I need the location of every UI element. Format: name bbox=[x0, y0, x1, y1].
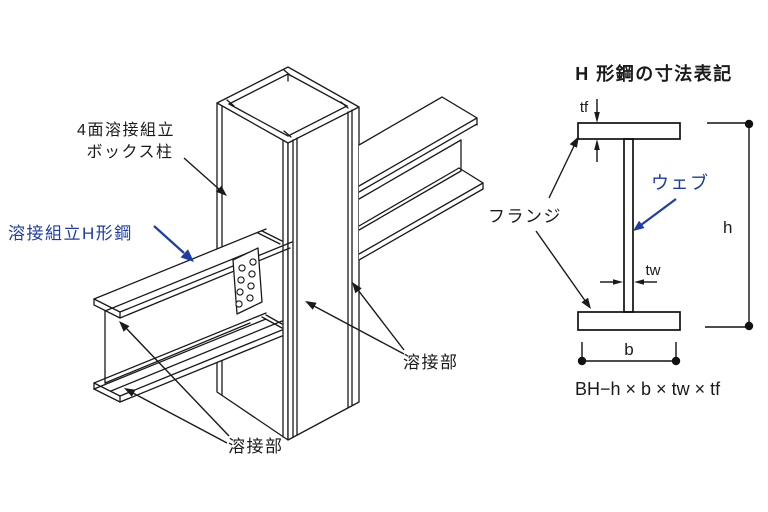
dim-b: b bbox=[577, 340, 681, 366]
web bbox=[623, 138, 634, 313]
leader-arrow-box-column bbox=[183, 157, 227, 196]
box-column-label-line2: ボックス柱 bbox=[86, 143, 173, 161]
column-top-opening bbox=[227, 73, 349, 137]
bolt-holes bbox=[235, 258, 257, 308]
section-title: H 形鋼の寸法表記 bbox=[575, 63, 733, 84]
leader-arrow-weld-right-1 bbox=[352, 282, 405, 351]
flange-joint-seams bbox=[257, 230, 283, 329]
weld-label-right: 溶接部 bbox=[403, 353, 459, 372]
bh-formula: BH−h × b × tw × tf bbox=[575, 379, 721, 399]
box-column-label-line1: 4面溶接組立 bbox=[77, 121, 175, 139]
leader-arrow-weld-bottom-2 bbox=[124, 388, 228, 444]
column-front-right-face bbox=[287, 106, 360, 441]
web-label: ウェブ bbox=[651, 172, 710, 193]
welded-h-beam-label: 溶接組立H形鋼 bbox=[8, 224, 133, 243]
weld-label-bottom: 溶接部 bbox=[228, 437, 284, 456]
leader-arrow-flange-top bbox=[548, 136, 579, 199]
dim-tf: tf bbox=[580, 99, 600, 162]
flange-label: フランジ bbox=[488, 207, 562, 226]
leader-arrow-flange-bottom bbox=[535, 230, 591, 309]
corner-weld-marks bbox=[226, 69, 349, 138]
top-flange bbox=[577, 122, 681, 140]
bottom-flange bbox=[577, 311, 681, 331]
column-top-rim bbox=[216, 66, 360, 108]
tf-label: tf bbox=[580, 99, 589, 116]
leader-arrow-weld-right-2 bbox=[305, 301, 405, 355]
leader-arrow-weld-bottom-1 bbox=[119, 321, 230, 437]
leader-arrow-web bbox=[633, 198, 677, 231]
b-label: b bbox=[624, 340, 633, 359]
dim-h: h bbox=[705, 119, 754, 331]
leader-arrow-h-beam bbox=[153, 225, 194, 262]
right-h-beam bbox=[358, 96, 484, 261]
h-section-diagram: H 形鋼の寸法表記 tf フランジ ウェブ bbox=[488, 63, 754, 399]
tw-label: tw bbox=[646, 262, 661, 279]
h-label: h bbox=[723, 218, 732, 237]
annotations-left: 4面溶接組立 ボックス柱 溶接組立H形鋼 溶接部 溶接部 bbox=[8, 121, 459, 456]
front-h-beam bbox=[93, 228, 293, 403]
dim-tw: tw bbox=[600, 262, 661, 285]
